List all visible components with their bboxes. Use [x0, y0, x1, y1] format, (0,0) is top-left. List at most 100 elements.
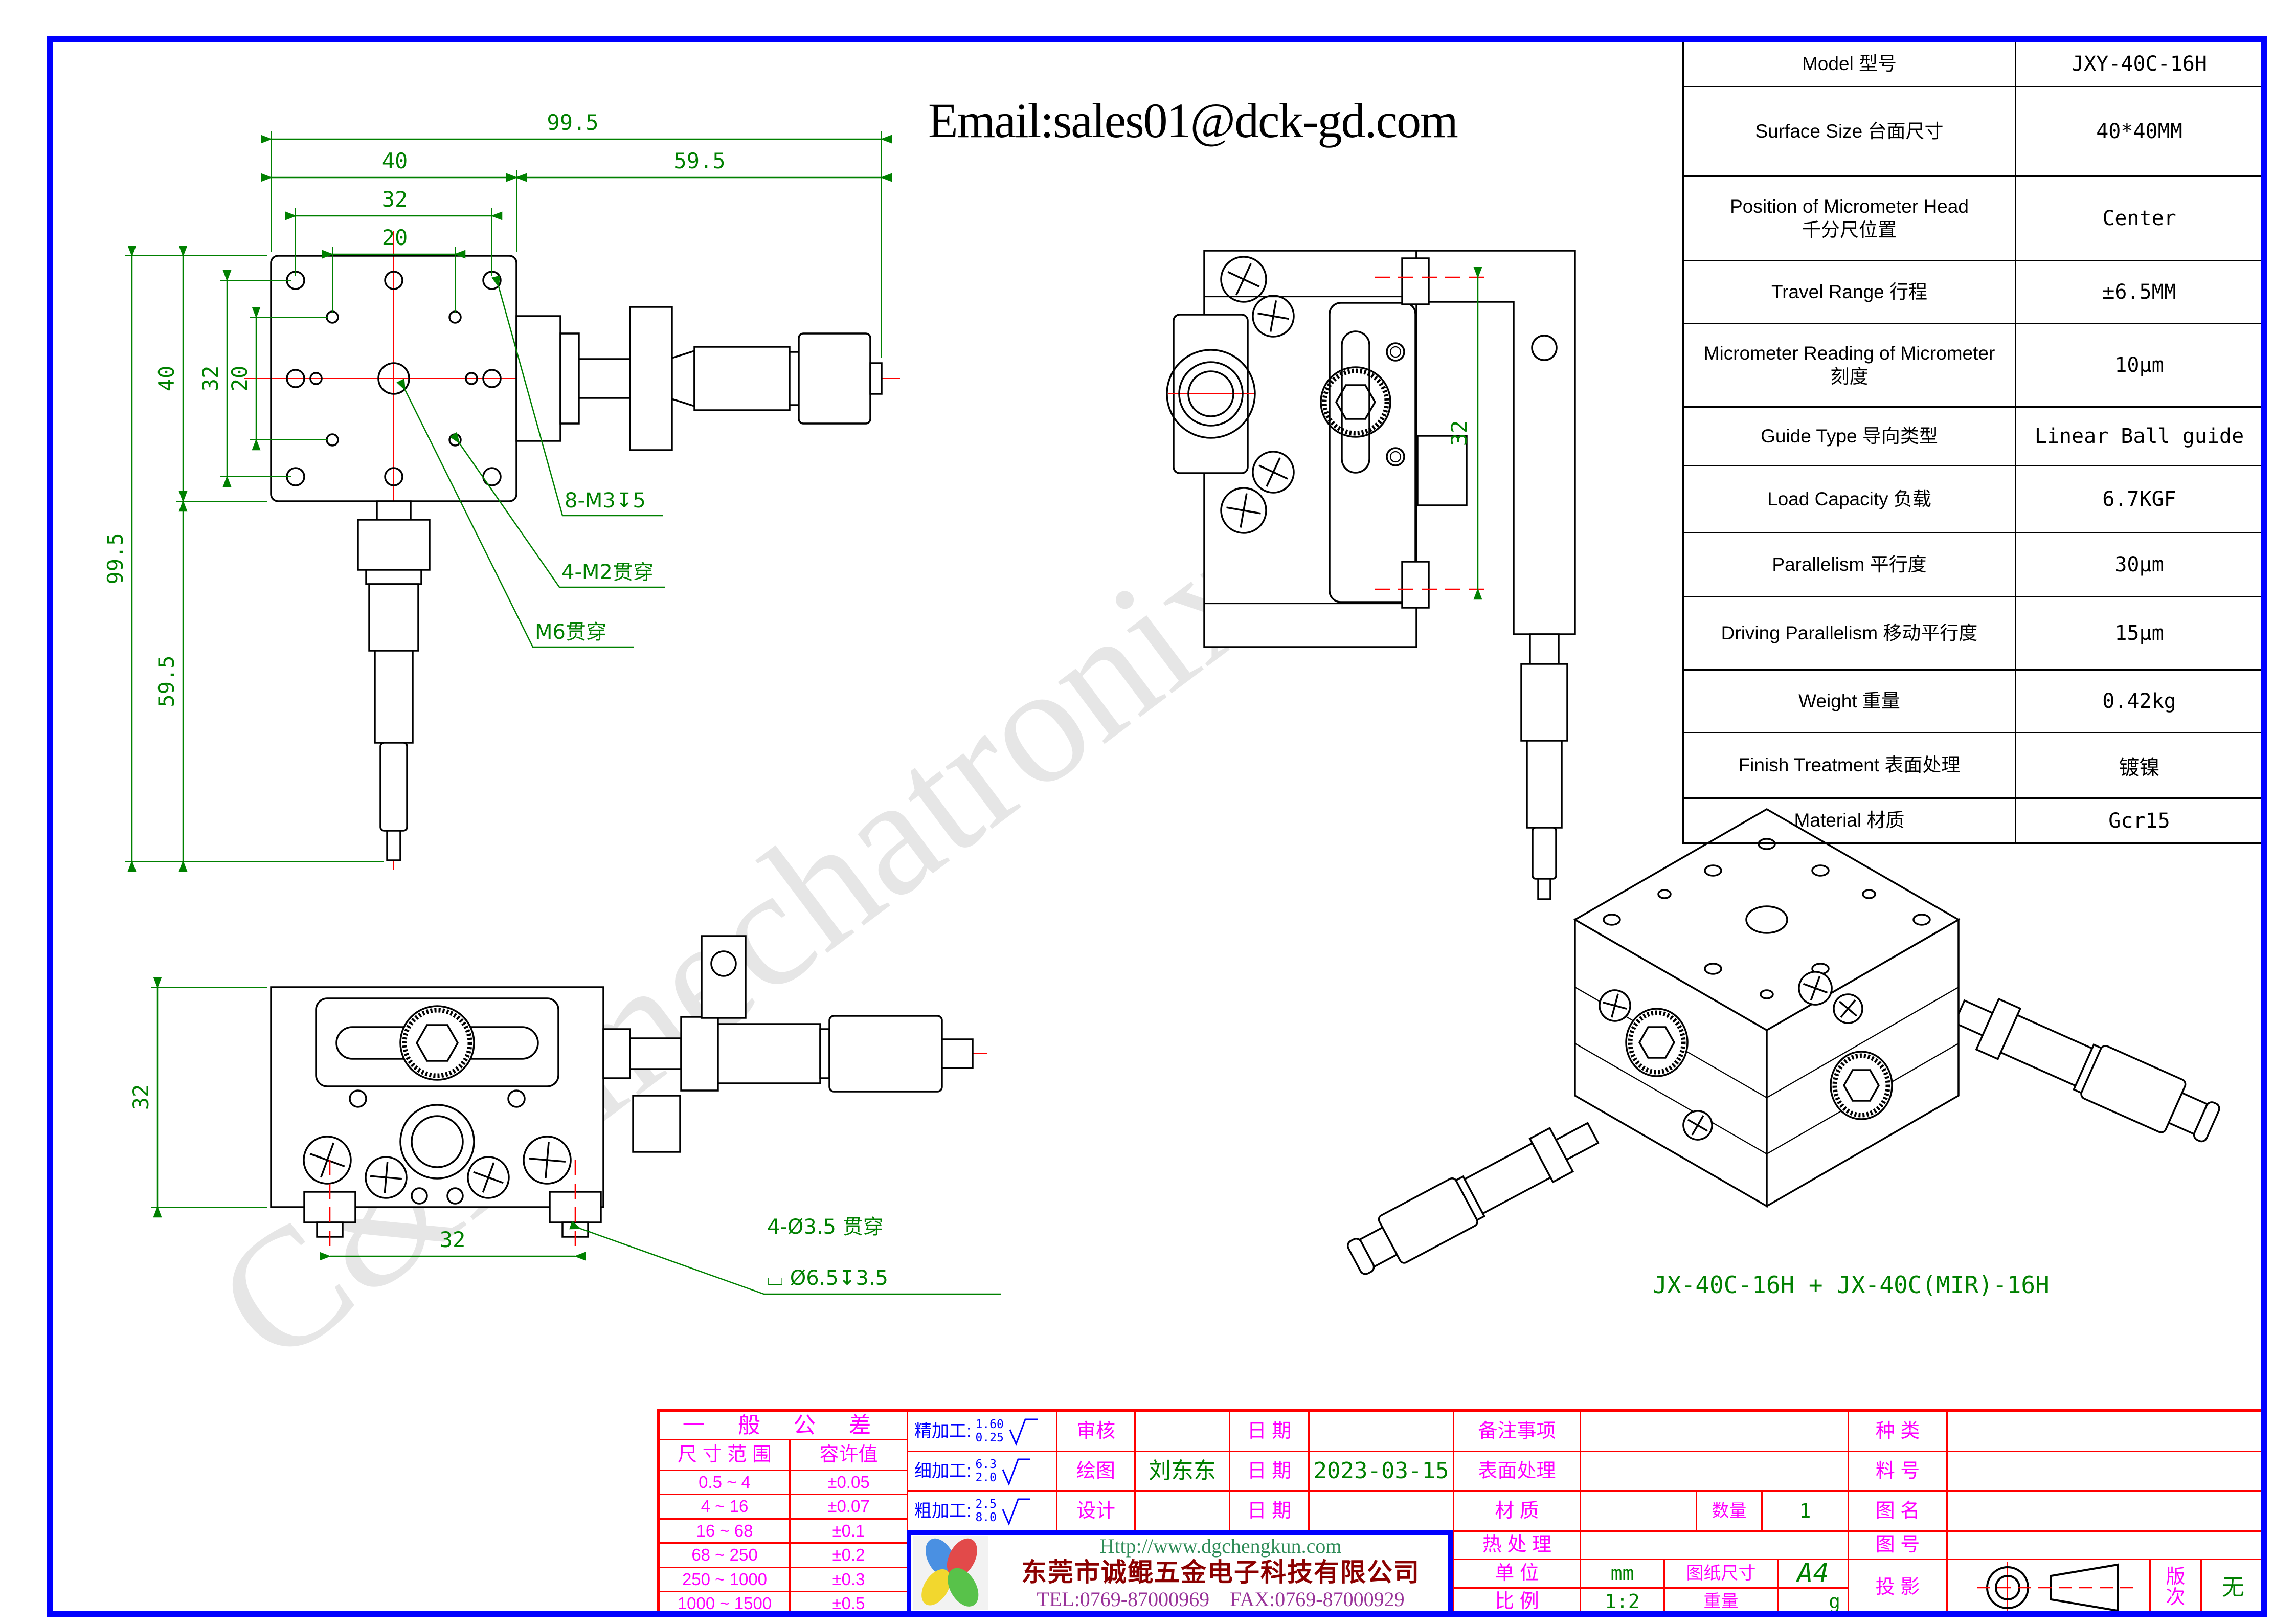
dim-32-side: 32 — [1447, 420, 1472, 447]
audit-label: 审核 — [1056, 1411, 1134, 1451]
spec-label: Guide Type 导向类型 — [1684, 408, 2016, 465]
tol-range: 250 ~ 1000 — [659, 1567, 789, 1591]
kind-label: 种 类 — [1848, 1411, 1946, 1451]
kind-value — [1946, 1411, 2264, 1451]
spec-label: Driving Parallelism 移动平行度 — [1684, 597, 2016, 669]
drawing-no-label: 图 号 — [1848, 1530, 1946, 1559]
spec-value: 30μm — [2114, 553, 2164, 576]
company-contact: TEL:0769-87000969 FAX:0769-87000929 — [1037, 1588, 1404, 1611]
design-name — [1134, 1490, 1229, 1530]
dim-99-5-top: 99.5 — [547, 110, 598, 135]
callout-m6: M6贯穿 — [535, 620, 606, 644]
spec-label: Parallelism 平行度 — [1684, 533, 2016, 596]
tol-range: 0.5 ~ 4 — [659, 1470, 789, 1494]
roughness-icon — [1009, 1418, 1038, 1446]
tol-value: ±0.3 — [789, 1567, 907, 1591]
company-name: 东莞市诚鲲五金电子科技有限公司 — [1021, 1558, 1420, 1587]
spec-value: 镀镍 — [2119, 755, 2160, 780]
spec-row: Load Capacity 负载 6.7KGF — [1684, 466, 2262, 533]
callout-8-m3: 8-M3↧5 — [565, 489, 646, 513]
spec-label: Micrometer Reading of Micrometer 刻度 — [1684, 324, 2016, 406]
tol-value: ±0.07 — [789, 1494, 907, 1518]
dim-32-left: 32 — [198, 366, 223, 392]
dim-59-5-left: 59.5 — [154, 655, 179, 707]
draft-label: 绘图 — [1056, 1451, 1134, 1490]
unit-label: 单 位 — [1453, 1559, 1580, 1587]
front-view: 99.5 40 59.5 32 20 99.5 40 59.5 32 20 8-… — [103, 110, 900, 872]
heat-treat-value — [1580, 1530, 1848, 1559]
sheet-size-label: 图纸尺寸 — [1663, 1559, 1777, 1587]
material-value — [1580, 1490, 1696, 1530]
tolerance-title: 一 般 公 差 — [659, 1411, 907, 1439]
qty-value: 1 — [1761, 1490, 1848, 1530]
company-tel: TEL:0769-87000969 — [1037, 1587, 1210, 1611]
spec-label: Finish Treatment 表面处理 — [1684, 733, 2016, 797]
callout-4-m2: 4-M2贯穿 — [561, 561, 654, 584]
surface-value — [1580, 1451, 1848, 1490]
projection-label: 投 影 — [1848, 1559, 1946, 1615]
company-box: Http://www.dgchengkun.com 东莞市诚鲲五金电子科技有限公… — [907, 1530, 1453, 1615]
scale-label: 比 例 — [1453, 1587, 1580, 1615]
revision-value: 无 — [2200, 1559, 2264, 1615]
spec-value: 15μm — [2114, 621, 2164, 645]
audit-date — [1308, 1411, 1453, 1451]
revision-label: 版 次 — [2149, 1559, 2200, 1615]
drawing-name-value — [1946, 1490, 2264, 1530]
tolerance-header-range: 尺 寸 范 围 — [659, 1439, 789, 1470]
dim-32-top: 32 — [382, 187, 408, 212]
scale-value: 1:2 — [1580, 1587, 1663, 1615]
tol-range: 4 ~ 16 — [659, 1494, 789, 1518]
spec-value: 0.42kg — [2102, 689, 2176, 713]
tol-range: 1000 ~ 1500 — [659, 1591, 789, 1615]
projection-symbol — [1946, 1559, 2149, 1615]
dim-59-5-top: 59.5 — [673, 148, 725, 173]
drawing-name-label: 图 名 — [1848, 1490, 1946, 1530]
dim-20-left: 20 — [227, 366, 252, 392]
tol-value: ±0.1 — [789, 1518, 907, 1542]
spec-label: Model 型号 — [1684, 42, 2016, 86]
tol-range: 16 ~ 68 — [659, 1518, 789, 1542]
tolerance-header-value: 容许值 — [789, 1439, 907, 1470]
third-angle-projection-icon — [1977, 1562, 2138, 1613]
callout-cbore: ⌴ Ø6.5↧3.5 — [767, 1266, 888, 1290]
spec-value: ±6.5MM — [2102, 280, 2176, 304]
spec-label: Weight 重量 — [1684, 671, 2016, 732]
callout-drill: 4-Ø3.5 贯穿 — [767, 1215, 884, 1239]
spec-value: JXY-40C-16H — [2072, 52, 2207, 76]
spec-row: Guide Type 导向类型 Linear Ball guide — [1684, 408, 2262, 466]
spec-row: Model 型号 JXY-40C-16H — [1684, 42, 2262, 87]
remark-label: 备注事项 — [1453, 1411, 1580, 1451]
title-block: 一 般 公 差 尺 寸 范 围 容许值 0.5 ~ 4 ±0.05 4 ~ 16… — [657, 1409, 2266, 1617]
spec-value: 6.7KGF — [2102, 487, 2176, 511]
tol-value: ±0.2 — [789, 1542, 907, 1567]
dim-99-5-left: 99.5 — [103, 532, 128, 584]
company-logo-icon — [913, 1536, 988, 1610]
isometric-view: JX-40C-16H + JX-40C(MIR)-16H — [1347, 808, 2220, 1299]
spec-value: Linear Ball guide — [2034, 425, 2244, 448]
spec-label: Load Capacity 负载 — [1684, 466, 2016, 532]
spec-label: Material 材质 — [1684, 799, 2016, 842]
company-fax: FAX:0769-87000929 — [1230, 1587, 1405, 1611]
bottom-view: 32 32 4-Ø3.5 贯穿 ⌴ Ø6.5↧3.5 — [128, 935, 1001, 1295]
draft-date: 2023-03-15 — [1308, 1451, 1453, 1490]
roughness-icon — [1002, 1458, 1030, 1486]
qty-label: 数量 — [1696, 1490, 1761, 1530]
tol-value: ±0.05 — [789, 1470, 907, 1494]
draft-name: 刘东东 — [1134, 1451, 1229, 1490]
design-date — [1308, 1490, 1453, 1530]
part-number-value — [1946, 1451, 2264, 1490]
contact-email: Email:sales01@dck-gd.com — [928, 93, 1458, 148]
dim-32-bottom: 32 — [440, 1227, 466, 1252]
remark-value — [1580, 1411, 1848, 1451]
spec-label: Surface Size 台面尺寸 — [1684, 87, 2016, 175]
company-url: Http://www.dgchengkun.com — [1099, 1534, 1342, 1558]
material-label: 材 质 — [1453, 1490, 1580, 1530]
